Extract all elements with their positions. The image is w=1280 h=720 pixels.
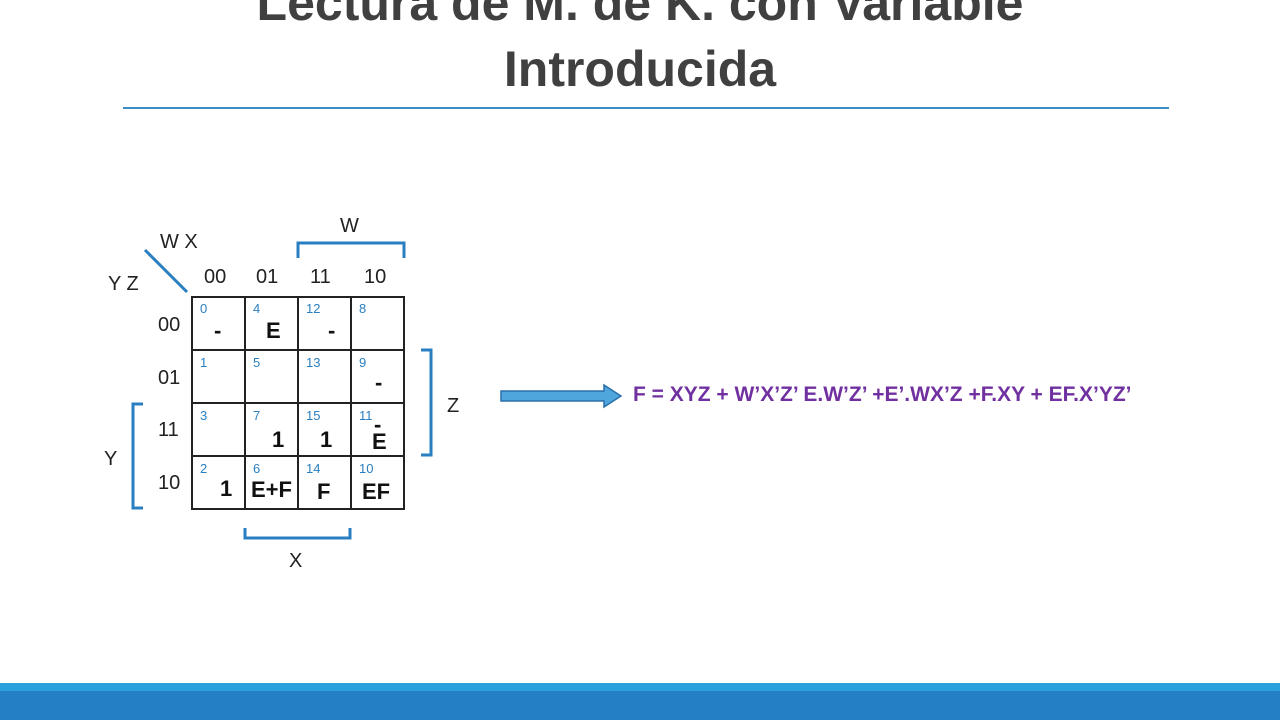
corner-label-wx: W X — [160, 231, 198, 253]
bracket-x — [243, 528, 352, 540]
cell-index: 12 — [306, 301, 320, 316]
kmap-grid — [191, 296, 405, 510]
label-z: Z — [447, 395, 459, 417]
col-header: 00 — [204, 266, 226, 288]
cell-value: 1 — [220, 476, 232, 501]
label-w: W — [340, 215, 359, 237]
cell-value-overbar: - — [374, 412, 381, 437]
row-header: 01 — [158, 367, 180, 389]
cell-value: EF — [362, 479, 390, 504]
cell-index: 8 — [359, 301, 366, 316]
cell-index: 10 — [359, 461, 373, 476]
cell-index: 15 — [306, 408, 320, 423]
slide-title-line1: Lectura de M. de K. con Variable — [256, 0, 1024, 31]
cell-value: E — [372, 429, 387, 454]
slide-title-line2: Introducida — [503, 41, 777, 97]
row-header: 11 — [158, 419, 179, 441]
cell-value: - — [375, 370, 382, 395]
boolean-equation: F = XYZ + W’X’Z’ E.W’Z’ +E’.WX’Z +F.XY +… — [633, 383, 1132, 406]
cell-index: 1 — [200, 355, 207, 370]
cell-value: - — [328, 318, 335, 343]
bracket-z — [421, 348, 433, 457]
cell-value: F — [317, 479, 330, 504]
karnaugh-map: W X Y Z 00 01 11 10 00 01 11 10 W X Y Z … — [104, 215, 459, 572]
label-x: X — [289, 550, 302, 572]
row-header: 00 — [158, 314, 180, 336]
cell-index: 13 — [306, 355, 320, 370]
cell-index: 0 — [200, 301, 207, 316]
cell-index: 14 — [306, 461, 320, 476]
bracket-w — [296, 241, 406, 258]
cell-value: - — [214, 318, 221, 343]
cell-value: E+F — [251, 477, 292, 502]
row-header: 10 — [158, 472, 180, 494]
label-y: Y — [104, 448, 117, 470]
title-divider — [123, 107, 1169, 109]
right-arrow-icon — [500, 383, 623, 409]
cell-value: 1 — [320, 427, 332, 452]
cell-index: 7 — [253, 408, 260, 423]
col-header: 10 — [364, 266, 386, 288]
cell-index: 4 — [253, 301, 260, 316]
col-header: 11 — [310, 266, 331, 288]
cell-index: 5 — [253, 355, 260, 370]
cell-value: E — [266, 318, 281, 343]
cell-index: 6 — [253, 461, 260, 476]
cell-index: 3 — [200, 408, 207, 423]
cell-value: 1 — [272, 427, 284, 452]
bracket-y — [131, 402, 143, 510]
footer-stripe — [0, 683, 1280, 691]
cell-index: 9 — [359, 355, 366, 370]
corner-diagonal — [143, 248, 189, 294]
col-header: 01 — [256, 266, 278, 288]
cell-index: 11 — [359, 408, 373, 423]
corner-label-yz: Y Z — [108, 273, 139, 295]
cell-index: 2 — [200, 461, 207, 476]
footer-bar — [0, 691, 1280, 720]
